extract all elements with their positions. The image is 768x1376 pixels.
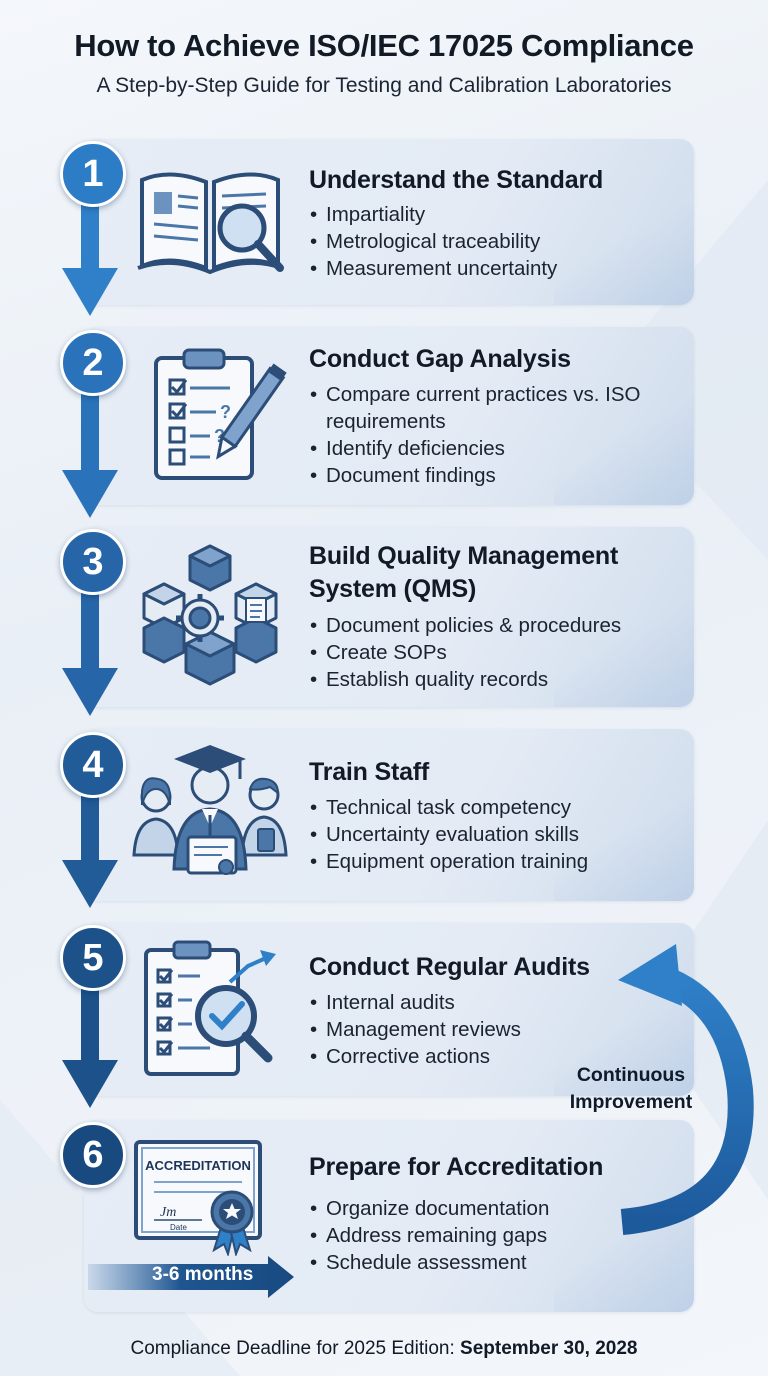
bullet-item: Technical task competency — [309, 794, 669, 821]
bullet-item: Create SOPs — [309, 639, 669, 666]
svg-text:?: ? — [214, 426, 225, 446]
step-bullets-5: Internal audits Management reviews Corre… — [309, 989, 669, 1070]
continuous-improvement-label: Continuous Improvement — [560, 1062, 702, 1116]
step-title-5: Conduct Regular Audits — [309, 953, 590, 981]
certificate-date-label: Date — [170, 1223, 187, 1232]
graduate-team-icon — [132, 745, 288, 875]
bullet-item: Internal audits — [309, 989, 669, 1016]
bullet-item: Equipment operation training — [309, 848, 669, 875]
step-bullets-2: Compare current practices vs. ISO requir… — [309, 381, 644, 489]
page-title: How to Achieve ISO/IEC 17025 Compliance — [74, 28, 694, 63]
step-number-4: 4 — [60, 732, 126, 798]
step-title-3: Build Quality Management System (QMS) — [309, 542, 619, 603]
cubes-gear-document-icon — [142, 544, 278, 686]
timeline-label: 3-6 months — [152, 1264, 254, 1285]
step-bullets-3: Document policies & procedures Create SO… — [309, 612, 669, 693]
accreditation-certificate-icon: ACCREDITATION Jm Date — [134, 1140, 262, 1256]
deadline-date: September 30, 2028 — [460, 1338, 638, 1359]
bullet-item: Metrological traceability — [309, 228, 669, 255]
certificate-heading: ACCREDITATION — [145, 1158, 251, 1173]
bullet-item: Document policies & procedures — [309, 612, 669, 639]
step-bullets-4: Technical task competency Uncertainty ev… — [309, 794, 669, 875]
step-number-2: 2 — [60, 330, 126, 396]
step-title-1: Understand the Standard — [309, 166, 604, 194]
step-title-2: Conduct Gap Analysis — [309, 345, 571, 373]
bullet-item: Management reviews — [309, 1016, 669, 1043]
bullet-item: Document findings — [309, 462, 644, 489]
bullet-item: Measurement uncertainty — [309, 255, 669, 282]
step-title-4: Train Staff — [309, 758, 430, 786]
bullet-item: Compare current practices vs. ISO requir… — [309, 381, 644, 435]
certificate-signature: Jm — [160, 1205, 176, 1220]
bullet-item: Corrective actions — [309, 1043, 669, 1070]
audit-checklist-magnifier-icon — [144, 940, 276, 1076]
cycle-label-line1: Continuous — [576, 1064, 686, 1086]
clipboard-checklist-pencil-icon: ? ? — [154, 348, 287, 480]
bullet-item: Uncertainty evaluation skills — [309, 821, 669, 848]
bullet-item: Address remaining gaps — [309, 1222, 669, 1249]
step-number-3: 3 — [60, 529, 126, 595]
bullet-item: Establish quality records — [309, 666, 669, 693]
cycle-label-line2: Improvement — [569, 1091, 693, 1113]
step-bullets-1: Impartiality Metrological traceability M… — [309, 201, 669, 282]
step-number-5: 5 — [60, 925, 126, 991]
deadline-prefix: Compliance Deadline for 2025 Edition: — [130, 1338, 455, 1359]
step-number-1: 1 — [60, 141, 126, 207]
step-title-6: Prepare for Accreditation — [309, 1153, 604, 1181]
bullet-item: Organize documentation — [309, 1195, 669, 1222]
step-number-6: 6 — [60, 1122, 126, 1188]
deadline-footer: Compliance Deadline for 2025 Edition: Se… — [0, 1338, 768, 1360]
bullet-item: Identify deficiencies — [309, 435, 644, 462]
bullet-item: Schedule assessment — [309, 1249, 669, 1276]
page-subtitle: A Step-by-Step Guide for Testing and Cal… — [96, 74, 672, 97]
step-bullets-6: Organize documentation Address remaining… — [309, 1195, 669, 1276]
svg-text:?: ? — [220, 402, 231, 422]
bullet-item: Impartiality — [309, 201, 669, 228]
open-book-magnifier-icon — [137, 172, 284, 275]
